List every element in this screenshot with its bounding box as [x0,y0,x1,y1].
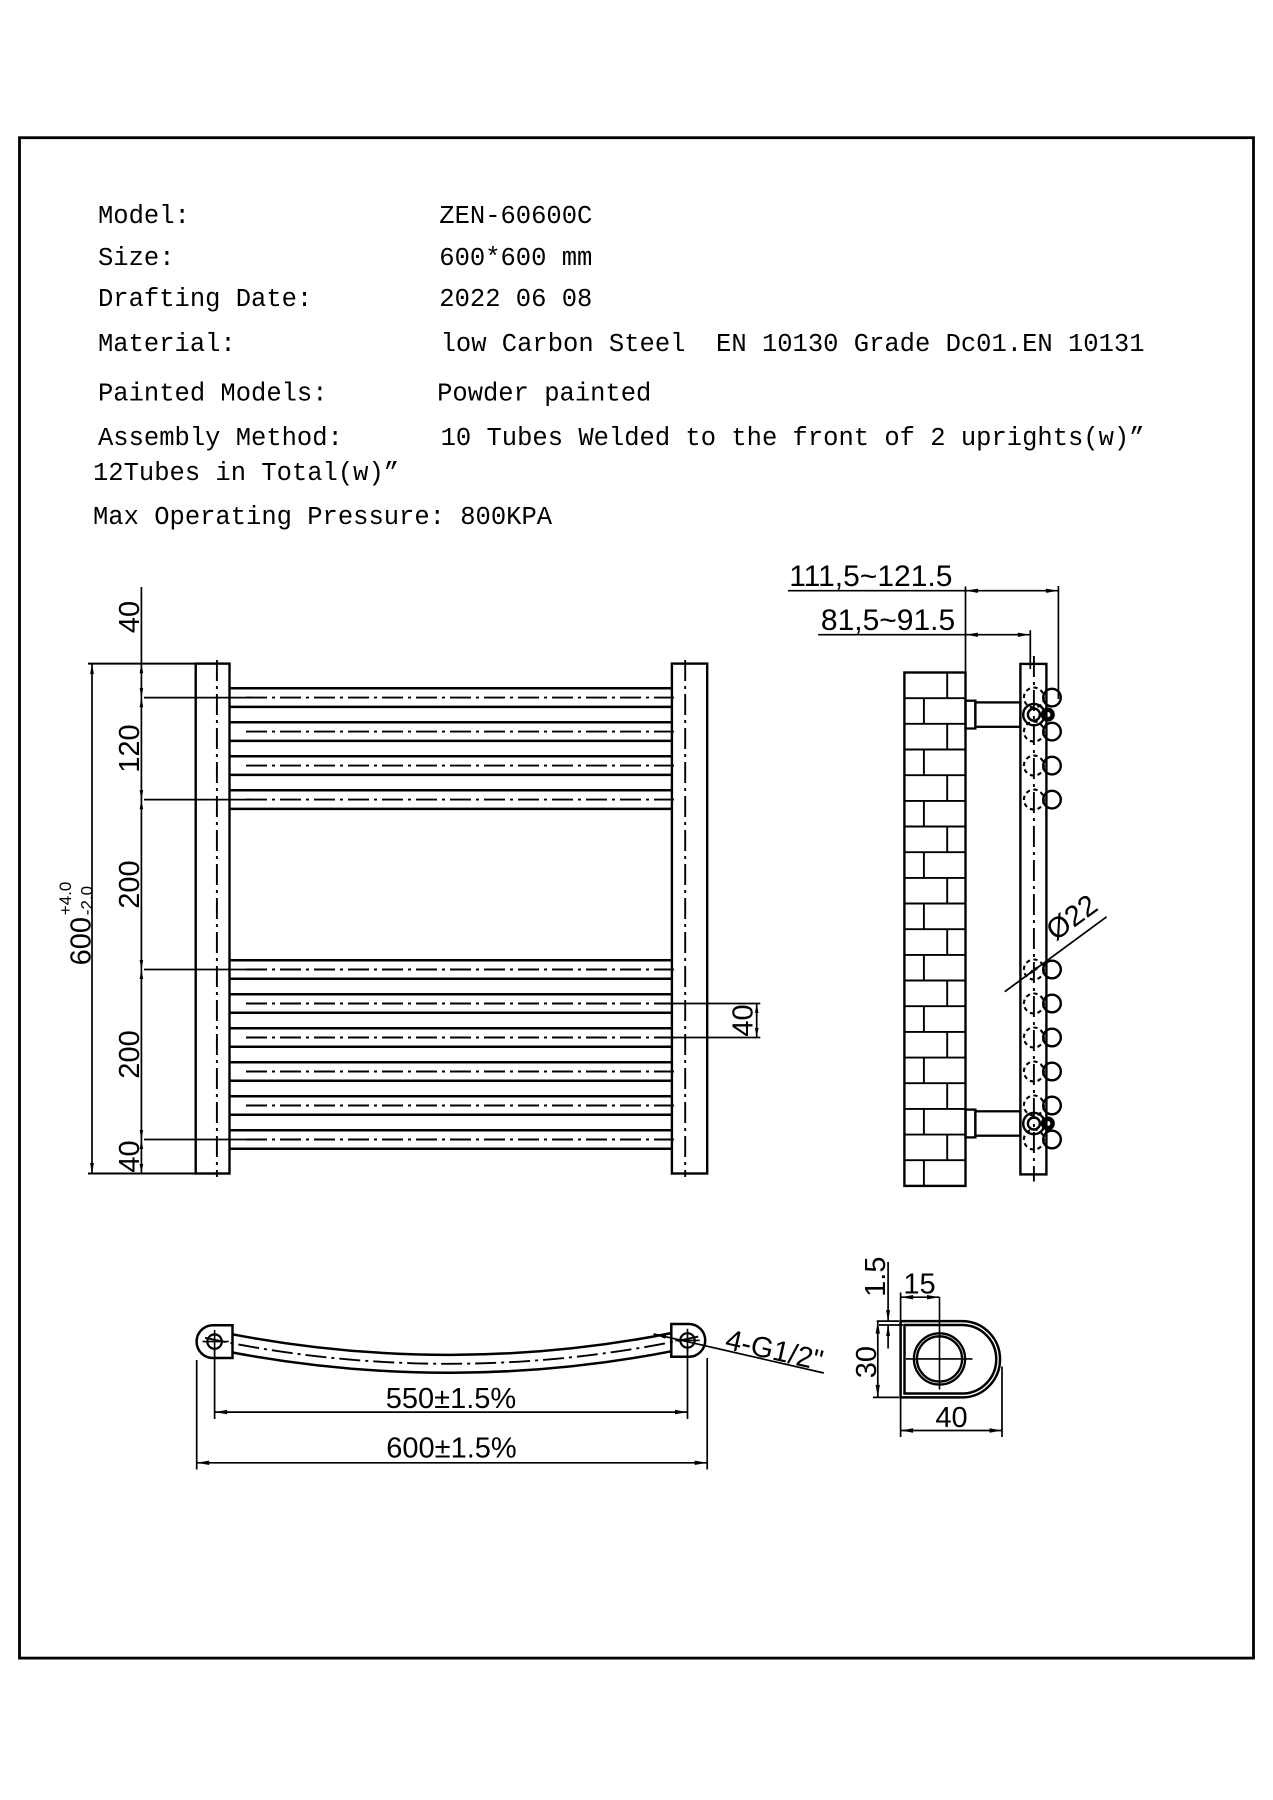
svg-text:200: 200 [114,1030,146,1078]
svg-text:15: 15 [903,1269,935,1301]
svg-text:40: 40 [935,1402,967,1434]
svg-text:550±1.5%: 550±1.5% [386,1383,516,1415]
svg-text:-2.0: -2.0 [78,886,97,915]
svg-text:10 Tubes Welded to the front o: 10 Tubes Welded to the front of 2 uprigh… [441,424,1145,453]
svg-text:200: 200 [114,860,146,908]
svg-text:1.5: 1.5 [860,1257,892,1297]
svg-text:Size:: Size: [98,244,175,273]
svg-text:low Carbon Steel EN 10130 Gra: low Carbon Steel EN 10130 Grade Dc01.EN … [441,330,1145,359]
svg-text:120: 120 [114,724,146,772]
svg-text:Painted Models:: Painted Models: [98,380,328,409]
svg-text:12Tubes in Total(w)”: 12Tubes in Total(w)” [93,459,399,488]
svg-text:111,5~121.5: 111,5~121.5 [789,560,952,593]
svg-text:600±1.5%: 600±1.5% [386,1433,516,1465]
svg-text:2022 06 08: 2022 06 08 [439,285,592,314]
svg-text:40: 40 [728,1004,760,1036]
svg-text:600*600 mm: 600*600 mm [439,244,592,273]
svg-text:Model:: Model: [98,202,190,231]
svg-text:81,5~91.5: 81,5~91.5 [821,604,955,637]
svg-text:40: 40 [114,1140,146,1172]
svg-text:600: 600 [66,917,98,965]
svg-text:Powder painted: Powder painted [437,380,651,409]
svg-text:+4.0: +4.0 [56,882,75,916]
svg-text:Material:: Material: [98,330,236,359]
svg-text:ZEN-60600C: ZEN-60600C [439,202,592,231]
svg-text:40: 40 [114,601,146,633]
svg-text:Assembly Method:: Assembly Method: [98,424,343,453]
svg-text:Max Operating Pressure: 800KPA: Max Operating Pressure: 800KPA [93,503,553,532]
svg-text:30: 30 [851,1346,883,1378]
svg-text:Drafting Date:: Drafting Date: [98,285,312,314]
